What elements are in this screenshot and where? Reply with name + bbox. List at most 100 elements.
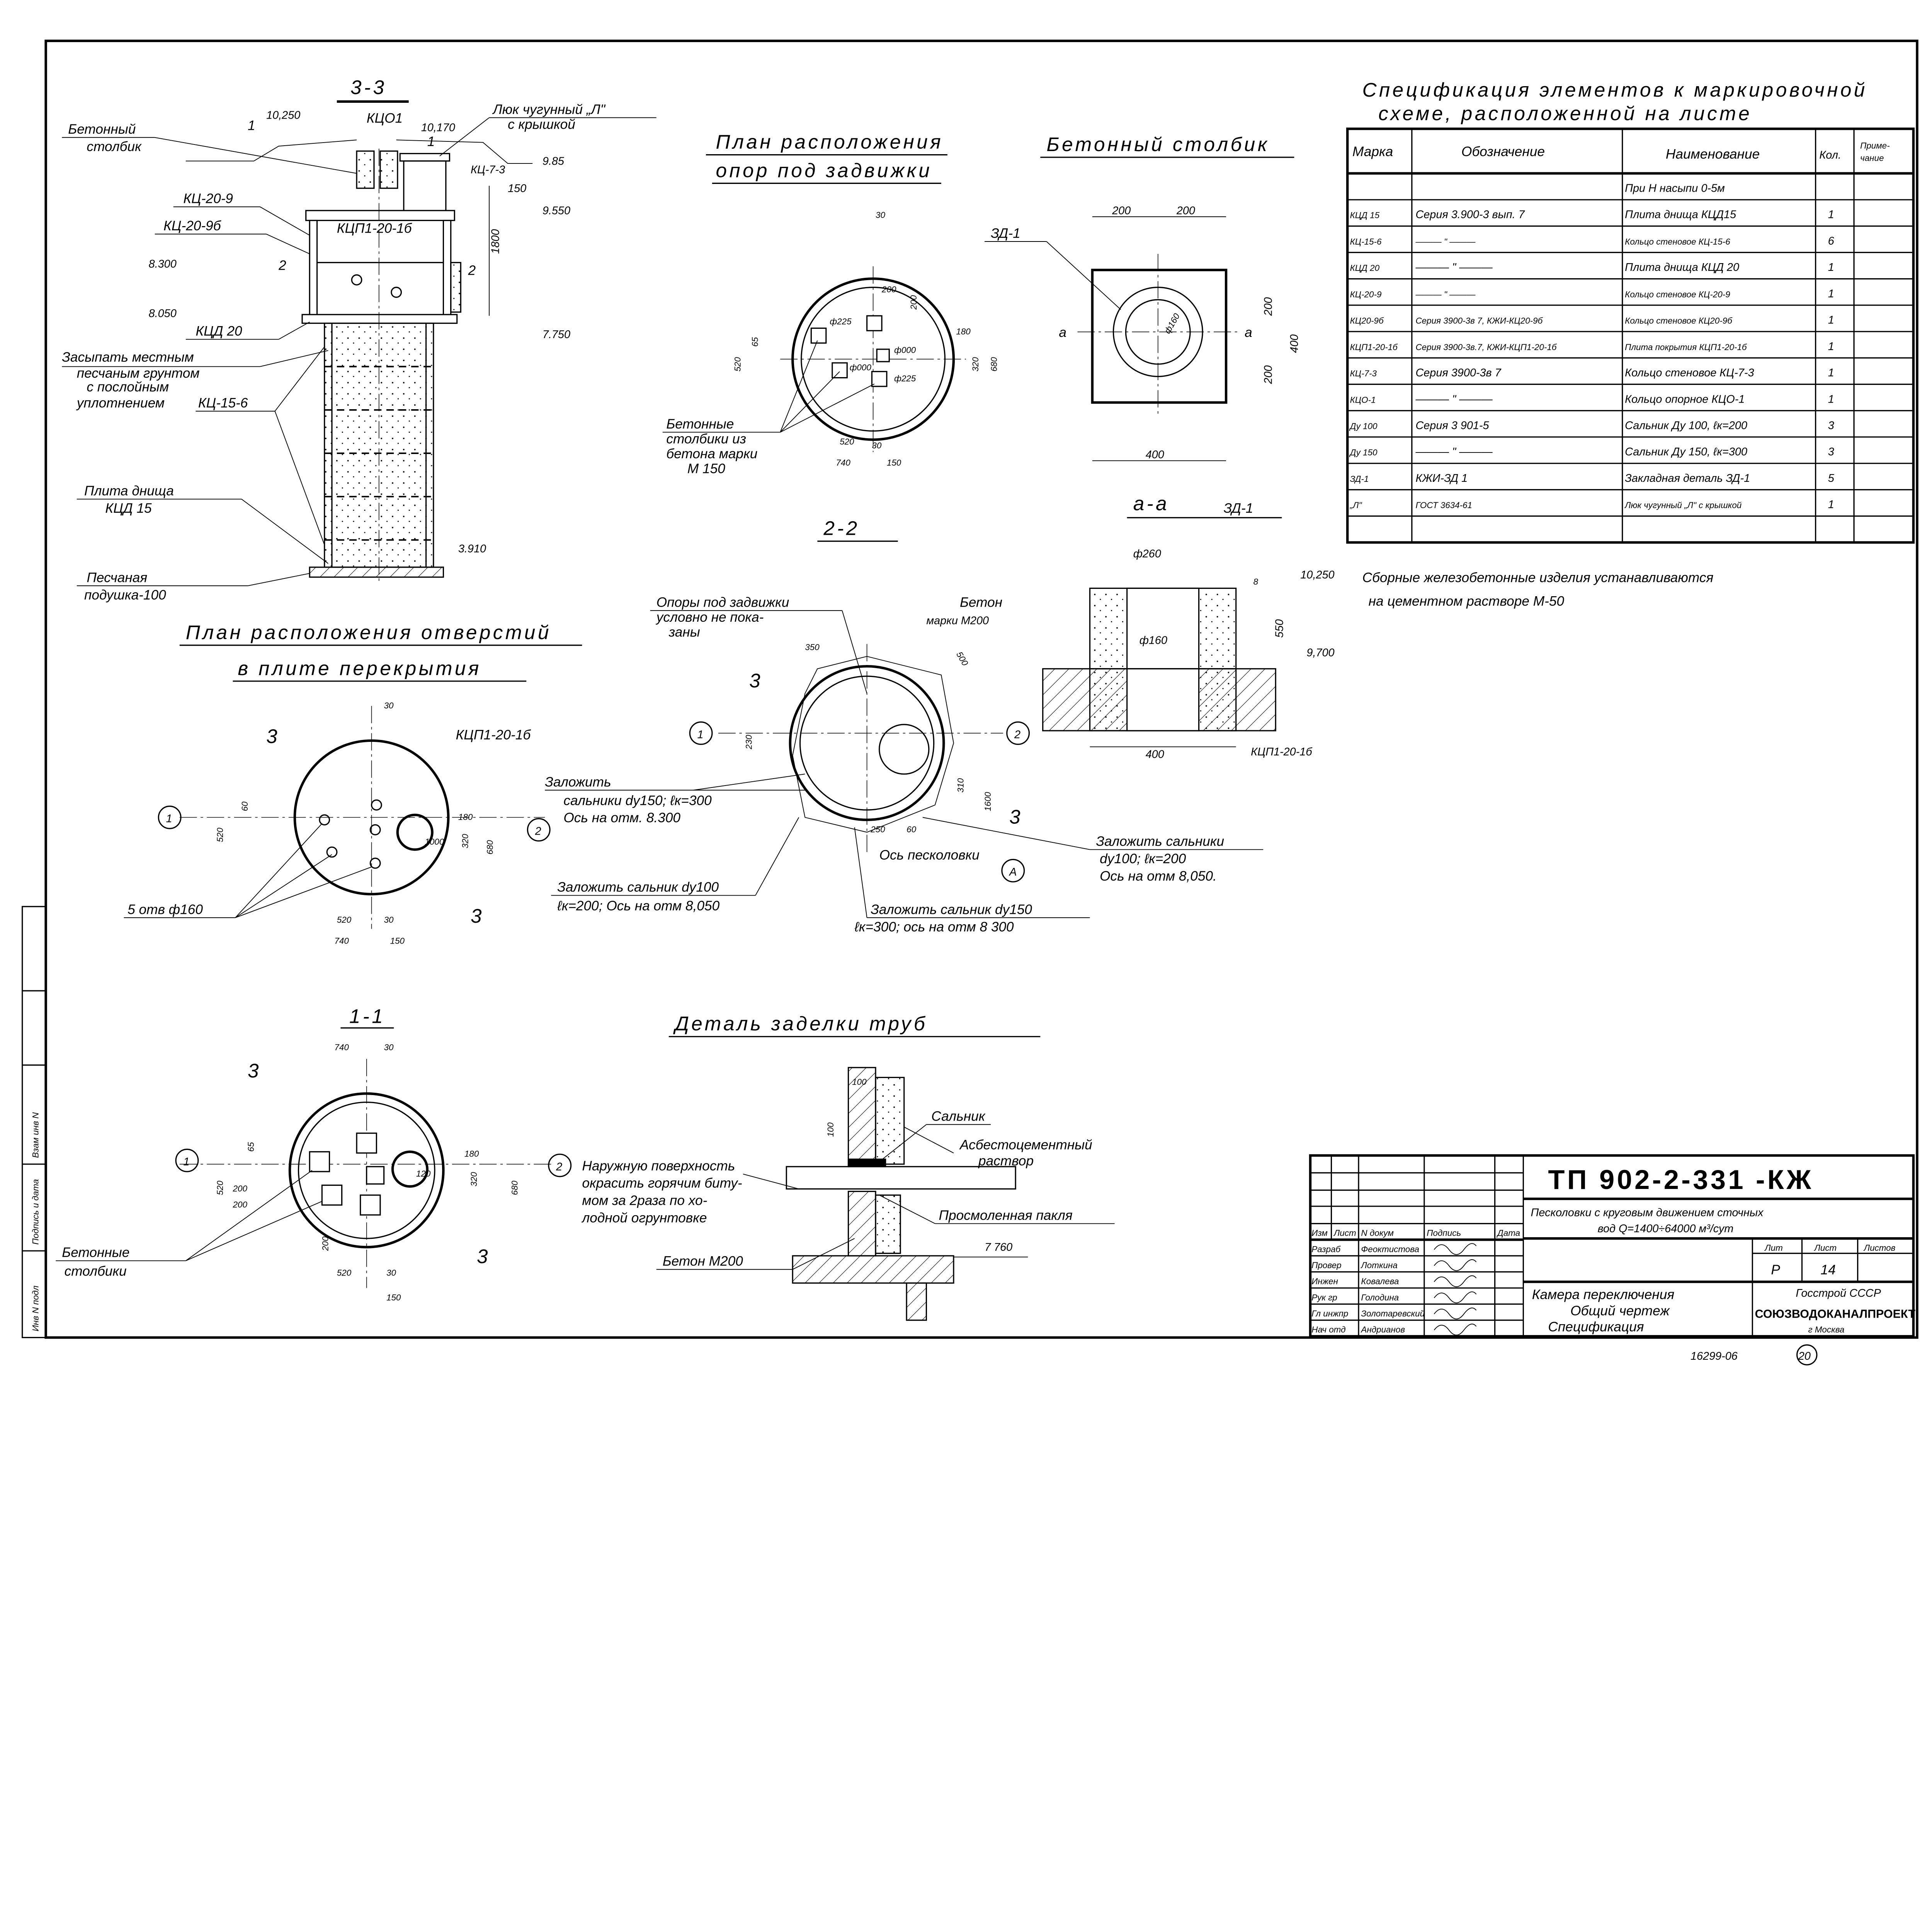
label-bottom-slab: Плита днища <box>84 483 174 498</box>
drawing-sheet: Инв N подл Подпись и дата Взам инв N 3-3… <box>22 39 1918 1366</box>
org-city: г Москва <box>1808 1325 1844 1335</box>
dimension: 60 <box>240 801 250 811</box>
dimension: 200 <box>1176 204 1195 217</box>
mortar-label-2: раствор <box>978 1153 1034 1168</box>
concrete-label: Бетон <box>960 595 1002 610</box>
dimension: 200 <box>233 1184 248 1193</box>
dimension: 320 <box>971 357 980 372</box>
cell-qty: 1 <box>1828 314 1834 327</box>
org-name: СОЮЗВОДОКАНАЛПРОЕКТ <box>1755 1307 1916 1320</box>
sheet-frame <box>44 39 1918 1339</box>
dimension: 520 <box>215 828 225 842</box>
dimension: 320 <box>461 834 470 849</box>
label-sand-bed: Песчаная <box>87 570 147 585</box>
header-mark: Марка <box>1352 144 1393 159</box>
project-name-2: вод Q=1400÷64000 м³/сут <box>1598 1223 1734 1235</box>
cut-mark: 2 <box>278 258 286 273</box>
cell-designation: ГОСТ 3634-61 <box>1415 500 1472 510</box>
dimension: 200 <box>1262 297 1275 316</box>
supports-label-2: столбики из <box>666 431 746 446</box>
cell-designation: Серия 3900-3в 7 <box>1415 367 1501 379</box>
label-bottom-slab-2: КЦД 15 <box>105 501 152 516</box>
supports-note-2: условно не пока- <box>656 610 764 625</box>
side-strip: Инв N подл Подпись и дата Взам инв N <box>22 906 47 1338</box>
elevation: 7.750 <box>543 328 570 341</box>
cell-designation: ——— " ——— <box>1415 261 1493 274</box>
posts-label: Бетонные <box>62 1245 129 1260</box>
gland-150-note-2: сальники dy150; ℓк=300 <box>563 793 712 808</box>
cut-mark: 3 <box>477 1245 490 1267</box>
elevation: 10,250 <box>266 109 300 122</box>
page-number: 20 <box>1798 1350 1811 1362</box>
note-line-2: на цементном растворе М-50 <box>1369 594 1565 609</box>
cell-mark: КЦД 20 <box>1350 263 1380 273</box>
label-kcp1-20-1b: КЦП1-20-1б <box>337 221 412 236</box>
label-kc-20-9: КЦ-20-9 <box>183 191 233 206</box>
general-note: Сборные железобетонные изделия устанавли… <box>1362 570 1714 609</box>
dimension: 230 <box>744 735 754 750</box>
dimension: 550 <box>1274 619 1286 638</box>
dimension: 200 <box>909 295 918 310</box>
cell-name: Сальник Ду 150, ℓк=300 <box>1625 446 1747 458</box>
dimension: 400 <box>1288 334 1301 353</box>
elevation: 3.910 <box>458 543 486 555</box>
dimension: 680 <box>485 840 495 855</box>
elevation: 10,170 <box>421 122 455 134</box>
sheet-value: 14 <box>1821 1262 1836 1277</box>
dimension: 200 <box>320 1236 330 1251</box>
gland-100-note: Заложить сальник dy100 <box>557 880 719 895</box>
gland-150-bottom-note-2: ℓк=300; ось на отм 8 300 <box>854 919 1014 934</box>
elevation: 8.050 <box>149 308 177 320</box>
sheets-label: Листов <box>1863 1243 1896 1253</box>
section-3-3-title: 3-3 <box>350 77 386 99</box>
side-copy-label: Взам инв N <box>31 1112 40 1158</box>
role: Рук гр <box>1311 1293 1337 1302</box>
cut-mark-a: а <box>1059 325 1066 340</box>
plan-supports-title: План расположения <box>716 131 943 153</box>
cut-mark: 3 <box>248 1060 261 1082</box>
cell-designation: КЖИ-ЗД 1 <box>1415 472 1468 485</box>
coating-note: Наружную поверхность <box>582 1158 735 1173</box>
cell-name: Плита покрытия КЦП1-20-1б <box>1625 342 1747 352</box>
pipe-detail-title: Деталь заделки труб <box>673 1013 927 1035</box>
person-name: Ковалева <box>1361 1277 1399 1286</box>
coating-note-2: окрасить горячим биту- <box>582 1176 742 1191</box>
dimension: 350 <box>805 643 820 652</box>
ring-label: КЦП1-20-1б <box>1251 746 1313 758</box>
role: Разраб <box>1311 1244 1341 1254</box>
cell-mark: Ду 100 <box>1349 421 1378 431</box>
tb-header-date: Дата <box>1496 1228 1520 1238</box>
label-hatch: Люк чугунный „Л" <box>492 102 606 117</box>
drawing-title-2: Общий чертеж <box>1570 1303 1670 1318</box>
supports-label: Бетонные <box>666 417 734 432</box>
dimension: 180 <box>464 1149 479 1159</box>
opening-label: ф225 <box>830 317 852 327</box>
label-backfill-4: уплотнением <box>76 395 165 410</box>
cell-qty: 1 <box>1828 287 1834 300</box>
cell-designation: Серия 3900-3в 7, КЖИ-КЦ20-9б <box>1415 316 1543 326</box>
mortar-label: Асбестоцементный <box>959 1137 1092 1152</box>
embedded-part-label: ЗД-1 <box>1224 501 1253 516</box>
dimension: 520 <box>337 1268 352 1277</box>
tb-header-sign: Подпись <box>1427 1228 1461 1238</box>
dimension: 1800 <box>490 229 502 254</box>
dimension: ф160 <box>1162 311 1182 335</box>
dimension: 400 <box>1146 449 1164 461</box>
label-kc-15-6: КЦ-15-6 <box>198 395 248 410</box>
cell-name: Кольцо стеновое КЦ20-9б <box>1625 316 1733 326</box>
elevation: 9.85 <box>543 155 565 167</box>
person-name: Лоткина <box>1360 1260 1397 1270</box>
elevation: 9.550 <box>543 204 570 217</box>
spec-title-2: схеме, расположенной на листе <box>1378 102 1752 124</box>
plan-openings: План расположения отверстий в плите пере… <box>124 621 582 946</box>
dimension: 200 <box>1112 204 1131 217</box>
